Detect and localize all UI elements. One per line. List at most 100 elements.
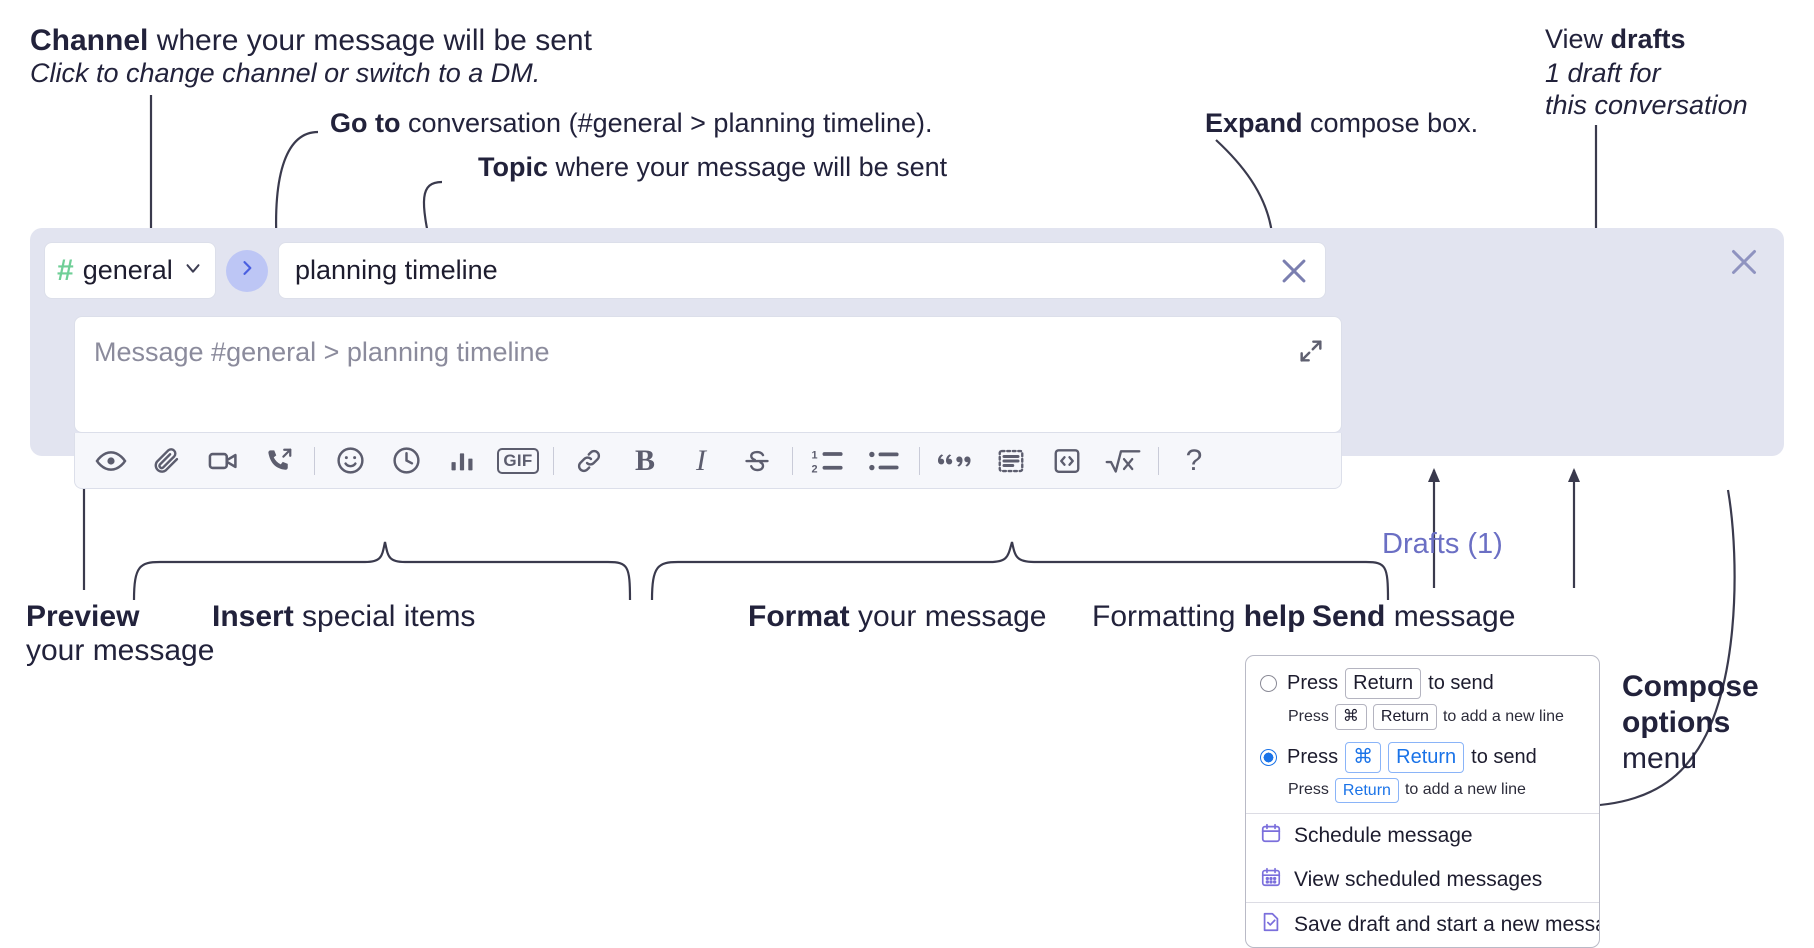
math-icon[interactable] (1095, 438, 1151, 484)
annotation-expand-rest: compose box. (1302, 108, 1479, 138)
topic-value: planning timeline (295, 255, 498, 285)
key-command: ⌘ (1345, 741, 1382, 773)
annotation-topic-rest: where your message will be sent (548, 152, 948, 182)
menu-item-view-scheduled[interactable]: View scheduled messages (1246, 858, 1599, 902)
code-block-icon[interactable] (983, 438, 1039, 484)
radio-selected-icon[interactable] (1260, 748, 1277, 766)
hash-icon: # (57, 253, 74, 287)
annotation-channel-sub: Click to change channel or switch to a D… (30, 56, 540, 91)
expand-compose-icon[interactable] (1297, 337, 1325, 370)
attachment-icon[interactable] (139, 438, 195, 484)
annotation-preview-line2: your message (26, 632, 214, 670)
strikethrough-icon[interactable] (729, 438, 785, 484)
chevron-right-icon (237, 258, 257, 283)
menu-item-label: Schedule message (1294, 824, 1473, 848)
newline-word: to add a new line (1442, 707, 1564, 725)
key-command: ⌘ (1334, 704, 1367, 730)
radio-option-cmd-return-sub: Press Return to add a new line (1288, 777, 1585, 804)
to-send-word: to send (1471, 745, 1537, 768)
italic-icon[interactable]: I (673, 438, 729, 484)
press-word: Press (1288, 781, 1329, 799)
annotation-drafts-lead: View (1545, 24, 1611, 54)
annotation-drafts-sub2-text: this conversation (1545, 90, 1748, 120)
bold-icon[interactable]: B (617, 438, 673, 484)
annotation-send-rest: message (1385, 600, 1516, 633)
radio-option-cmd-return-label: Press ⌘ Return to send (1287, 741, 1537, 773)
drafts-link[interactable]: Drafts (1) (1382, 528, 1503, 560)
close-icon[interactable] (1726, 244, 1762, 285)
annotation-help: Formatting help (1092, 598, 1305, 636)
annotation-send-bold: Send (1312, 600, 1386, 633)
formatting-help-icon[interactable]: ? (1166, 438, 1222, 484)
compose-options-menu: Press Return to send Press ⌘ Return to a… (1245, 655, 1600, 948)
annotation-help-bold: help (1243, 600, 1306, 633)
toolbar-divider (553, 446, 554, 475)
svg-text:2: 2 (811, 463, 817, 475)
radio-option-cmd-return[interactable]: Press ⌘ Return to send (1260, 741, 1585, 773)
chevron-down-icon (182, 257, 204, 284)
message-input[interactable]: Message #general > planning timeline (74, 316, 1342, 433)
audio-call-icon[interactable] (251, 438, 307, 484)
annotation-insert-rest: special items (293, 600, 476, 633)
inline-code-icon[interactable] (1039, 438, 1095, 484)
poll-icon[interactable] (434, 438, 490, 484)
send-shortcut-options: Press Return to send Press ⌘ Return to a… (1246, 656, 1599, 813)
annotation-goto-rest: conversation (#general > planning timeli… (400, 108, 933, 138)
menu-item-schedule-message[interactable]: Schedule message (1246, 814, 1599, 858)
annotation-drafts: View drafts (1545, 22, 1686, 57)
annotation-drafts-sub2: this conversation (1545, 88, 1748, 123)
toolbar-divider (792, 446, 793, 475)
menu-divider (1246, 813, 1599, 815)
emoji-icon[interactable] (322, 438, 378, 484)
annotation-preview: Preview (26, 598, 139, 636)
menu-item-label: View scheduled messages (1294, 868, 1543, 892)
annotation-topic-bold: Topic (478, 152, 548, 182)
annotation-send: Send message (1312, 598, 1515, 636)
annotation-compose-options-bold1: Compose (1622, 670, 1759, 703)
annotation-expand: Expand compose box. (1205, 106, 1478, 141)
go-to-conversation-button[interactable] (226, 249, 268, 292)
toolbar-divider (1158, 446, 1159, 475)
video-icon[interactable] (195, 438, 251, 484)
annotation-format-rest: your message (849, 600, 1047, 633)
formatting-toolbar: GIF B I 1 2 (74, 433, 1342, 489)
gif-icon[interactable]: GIF (490, 438, 546, 484)
calendar-clock-icon (1260, 822, 1282, 850)
link-icon[interactable] (561, 438, 617, 484)
compose-header-row: # general planning timeline (44, 242, 1326, 299)
annotation-goto: Go to conversation (#general > planning … (330, 106, 933, 141)
compose-panel: # general planning timeline Message #gen… (30, 228, 1784, 722)
bulleted-list-icon[interactable] (856, 438, 912, 484)
annotation-format-bold: Format (748, 600, 850, 633)
channel-name-label: general (82, 255, 173, 285)
key-return: Return (1345, 668, 1422, 699)
channel-selector[interactable]: # general (44, 242, 216, 299)
annotation-compose-options-bold2: options (1622, 706, 1731, 739)
menu-divider (1246, 902, 1599, 904)
preview-icon[interactable] (83, 438, 139, 484)
save-draft-icon (1260, 911, 1282, 939)
topic-input[interactable]: planning timeline (278, 242, 1326, 299)
ordered-list-icon[interactable]: 1 2 (800, 438, 856, 484)
radio-option-return-sub: Press ⌘ Return to add a new line (1288, 704, 1585, 730)
annotation-compose-options-2: options (1622, 704, 1730, 742)
clock-icon[interactable] (378, 438, 434, 484)
gif-label: GIF (497, 447, 539, 474)
radio-option-return[interactable]: Press Return to send (1260, 668, 1585, 699)
radio-option-return-label: Press Return to send (1287, 668, 1494, 699)
menu-item-save-draft[interactable]: Save draft and start a new message (1246, 903, 1599, 947)
annotation-compose-options-1: Compose (1622, 668, 1759, 706)
press-word: Press (1287, 745, 1339, 768)
radio-unselected-icon[interactable] (1260, 675, 1277, 692)
key-return: Return (1372, 704, 1437, 730)
menu-item-label: Save draft and start a new message (1294, 913, 1600, 937)
newline-word: to add a new line (1404, 781, 1526, 799)
svg-text:1: 1 (811, 449, 817, 461)
to-send-word: to send (1428, 672, 1494, 694)
annotation-channel-sub-text: Click to change channel or switch to a D… (30, 58, 541, 88)
blockquote-icon[interactable] (927, 438, 983, 484)
annotation-channel: Channel where your message will be sent (30, 22, 592, 60)
clear-topic-icon[interactable] (1277, 254, 1311, 288)
annotation-expand-bold: Expand (1205, 108, 1303, 138)
